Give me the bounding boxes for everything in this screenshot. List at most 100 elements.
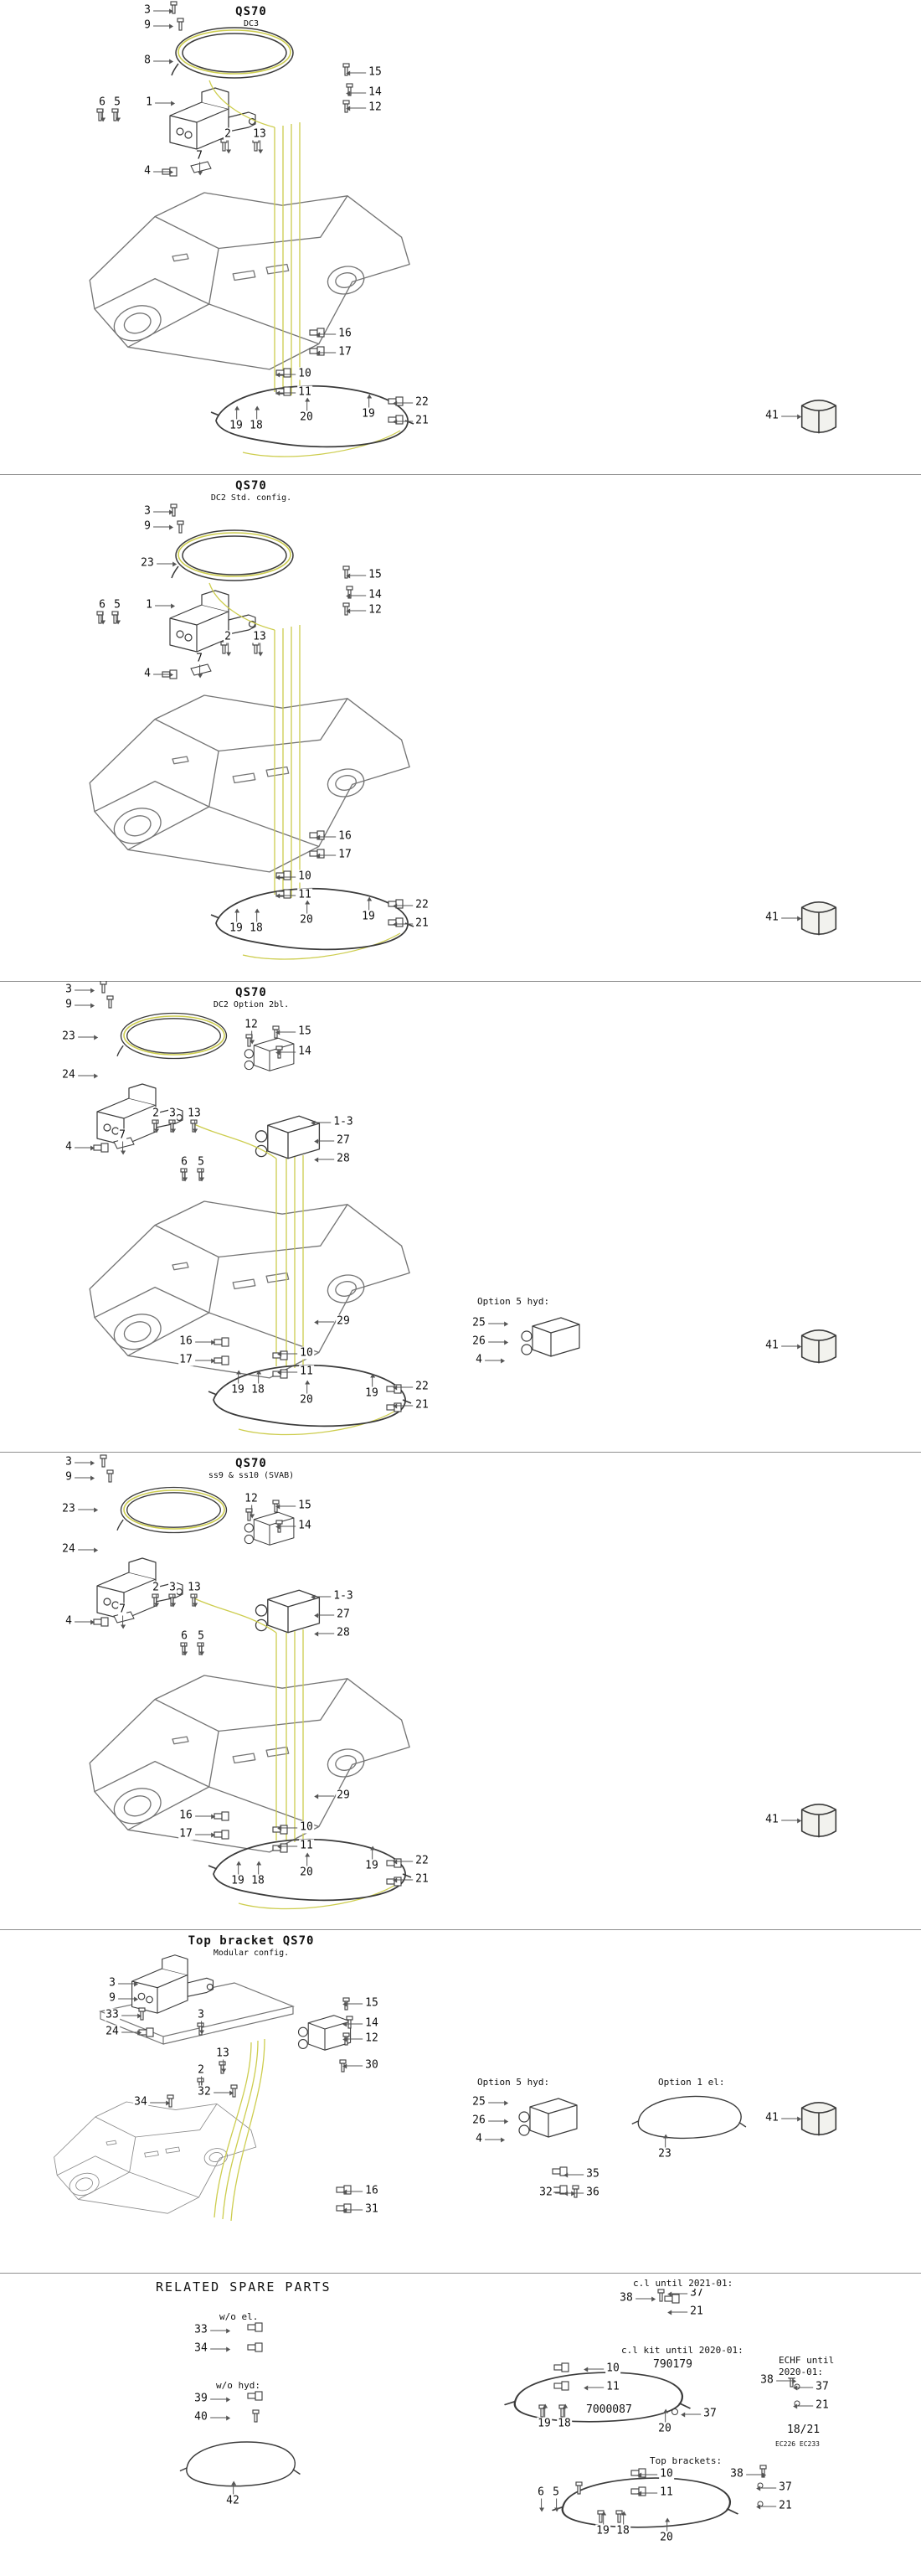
callout-9: 9 [108, 1991, 138, 2005]
label-18-21: 18/21 [787, 2424, 821, 2436]
callout-15: 15 [346, 65, 383, 79]
callout-2: 2 [224, 127, 232, 154]
callout-34: 34 [133, 2095, 170, 2109]
callout-23: 23 [657, 2134, 672, 2160]
callout-7: 7 [195, 149, 203, 176]
callout-17: 17 [316, 345, 352, 359]
callout-22: 22 [393, 1380, 430, 1393]
callout-19: 19 [229, 405, 244, 432]
callout-19: 19 [364, 1846, 379, 1872]
section-subtitle: ss9 & ss10 (SVAB) [208, 1471, 295, 1480]
callout-41: 41 [764, 1339, 801, 1352]
callout-21: 21 [667, 2305, 704, 2318]
callout-1-3: 1-3 [311, 1589, 354, 1603]
callout-22: 22 [393, 1854, 430, 1867]
section-qs70-dc2-option: QS70 DC2 Option 2bl. [0, 981, 921, 1452]
exploded-diagram [89, 981, 580, 1436]
callout-20: 20 [657, 2408, 672, 2435]
callout-15: 15 [275, 1499, 312, 1512]
callout-14: 14 [346, 85, 383, 99]
callout-19: 19 [229, 908, 244, 935]
callout-30: 30 [342, 2058, 379, 2072]
callout-9: 9 [64, 1470, 95, 1484]
callout-19: 19 [230, 1370, 245, 1396]
callout-11: 11 [277, 1365, 314, 1378]
callout-7: 7 [118, 1128, 126, 1155]
callout-21: 21 [393, 1398, 430, 1412]
callout-18: 18 [557, 2403, 572, 2430]
callout-14: 14 [275, 1045, 312, 1058]
option-5-hyd-label: Option 5 hyd: [477, 2077, 550, 2088]
section-title: QS70 [235, 5, 267, 18]
callout-41: 41 [764, 409, 801, 422]
callout-1: 1 [145, 96, 175, 109]
callout-3: 3 [168, 1581, 177, 1608]
group-label-top-brackets: Top brackets: [650, 2455, 723, 2466]
callout-19: 19 [537, 2403, 552, 2430]
callout-27: 27 [314, 1133, 351, 1147]
callout-4: 4 [64, 1140, 95, 1154]
section-divider [0, 474, 921, 475]
callout-34: 34 [193, 2341, 230, 2355]
callout-6: 6 [180, 1629, 188, 1656]
callout-18: 18 [250, 1861, 265, 1887]
callout-25: 25 [471, 1316, 508, 1329]
callout-27: 27 [314, 1608, 351, 1621]
callout-37: 37 [667, 2286, 704, 2300]
callout-21: 21 [393, 414, 430, 427]
callout-11: 11 [275, 385, 312, 399]
callout-11: 11 [277, 1839, 314, 1852]
callout-32: 32 [197, 2085, 234, 2098]
option-5-hyd-label: Option 5 hyd: [477, 1296, 550, 1307]
section-title: QS70 [235, 1457, 267, 1470]
callout-19: 19 [361, 394, 376, 421]
callout-11: 11 [584, 2380, 620, 2393]
callout-10: 10 [637, 2467, 674, 2480]
callout-16: 16 [178, 1809, 215, 1822]
section-subtitle: DC2 Std. config. [210, 493, 292, 503]
callout-2: 2 [152, 1581, 160, 1608]
callout-13: 13 [187, 1107, 202, 1133]
part-number-7000087: 7000087 [586, 2403, 632, 2416]
callout-5: 5 [113, 598, 121, 625]
callout-36: 36 [563, 2186, 600, 2199]
group-label-cl-until-2021: c.l until 2021-01: [633, 2278, 733, 2289]
callout-33: 33 [193, 2323, 230, 2336]
callout-18: 18 [615, 2511, 630, 2537]
exploded-diagram [54, 1954, 747, 2222]
callout-28: 28 [314, 1152, 351, 1165]
callout-4: 4 [475, 2132, 505, 2145]
callout-2: 2 [224, 630, 232, 657]
callout-10: 10 [277, 1820, 314, 1834]
group-label-echf-line1: ECHF until [779, 2355, 835, 2366]
section-divider [0, 1929, 921, 1930]
callout-2: 2 [197, 2063, 205, 2090]
callout-4: 4 [475, 1353, 505, 1366]
callout-29: 29 [314, 1314, 351, 1328]
option-1-el-label: Option 1 el: [658, 2077, 725, 2088]
callout-12: 12 [346, 101, 383, 114]
callout-23: 23 [140, 556, 177, 570]
callout-12: 12 [346, 603, 383, 617]
callout-3: 3 [168, 1107, 177, 1133]
callout-12: 12 [244, 1492, 259, 1519]
callout-18: 18 [249, 405, 264, 432]
callout-35: 35 [563, 2167, 600, 2181]
callout-41: 41 [764, 2111, 801, 2124]
callout-9: 9 [143, 519, 173, 533]
callout-1-3: 1-3 [311, 1115, 354, 1128]
callout-4: 4 [143, 667, 173, 680]
related-spare-parts-heading: RELATED SPARE PARTS [156, 2279, 332, 2295]
section-divider [0, 1452, 921, 1453]
callout-10: 10 [584, 2362, 620, 2375]
group-label-wo-hyd: w/o hyd: [216, 2380, 260, 2391]
callout-19: 19 [361, 896, 376, 923]
callout-26: 26 [471, 1334, 508, 1348]
callout-13: 13 [187, 1581, 202, 1608]
callout-22: 22 [393, 898, 430, 911]
callout-2: 2 [152, 1107, 160, 1133]
